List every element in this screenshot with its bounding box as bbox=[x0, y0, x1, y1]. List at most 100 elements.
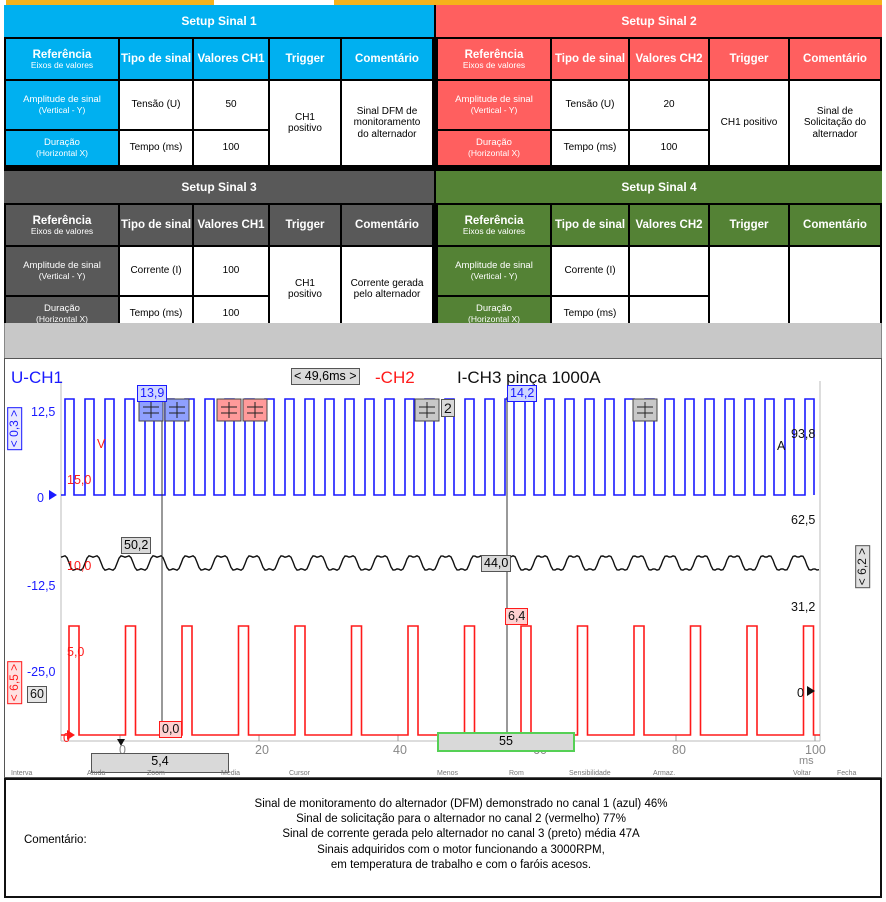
header-valores-text: Valores CH1 bbox=[197, 218, 265, 231]
trigger-cell[interactable]: CH1 positivo bbox=[710, 81, 788, 165]
row-label-text: Duração bbox=[476, 136, 512, 148]
comment-line: Sinal de corrente gerada pelo alternador… bbox=[282, 828, 640, 841]
row-tipo-text: Tempo (ms) bbox=[563, 308, 617, 320]
row-label-row1: Amplitude de sinal(Vertical - Y) bbox=[438, 81, 550, 129]
row-label-text: Duração bbox=[44, 136, 80, 148]
toolbar-label[interactable]: Fecha bbox=[837, 770, 857, 777]
row-valor-row1[interactable] bbox=[630, 247, 708, 295]
x-tick-80: 80 bbox=[672, 743, 686, 757]
cursor-delta-readout[interactable]: < 49,6ms > bbox=[291, 368, 360, 385]
header-trigger: Trigger bbox=[710, 39, 788, 79]
right-axis-label-4: 0 bbox=[797, 686, 804, 700]
toolbar-label[interactable]: Zoom bbox=[147, 770, 165, 777]
header-trigger: Trigger bbox=[270, 39, 340, 79]
bottom-mid-readout[interactable]: 55 bbox=[437, 732, 575, 752]
header-valores: Valores CH2 bbox=[630, 39, 708, 79]
ch2-level-3: 5,0 bbox=[67, 645, 85, 659]
ch1-zero-marker bbox=[49, 490, 57, 500]
row-label-sub: (Vertical - Y) bbox=[38, 270, 86, 281]
header-referencia-text: Referência bbox=[32, 48, 92, 61]
toolbar-label[interactable]: Media bbox=[221, 770, 241, 777]
trigger-cell[interactable]: CH1 positivo bbox=[270, 81, 340, 165]
row-label-text: Amplitude de sinal bbox=[455, 93, 533, 105]
bottom-left-readout[interactable]: 5,4 bbox=[91, 753, 229, 773]
toolbar-label[interactable]: Rom bbox=[509, 770, 524, 777]
header-comentario: Comentário bbox=[342, 205, 432, 245]
toolbar-marker[interactable]: 2 bbox=[441, 399, 455, 417]
header-trigger-text: Trigger bbox=[729, 52, 769, 65]
toolbar-label[interactable]: Interva bbox=[11, 770, 33, 777]
row-label-text: Amplitude de sinal bbox=[23, 259, 101, 271]
ch3-title: I-CH3 pinça 1000A bbox=[457, 368, 601, 387]
header-comentario-text: Comentário bbox=[355, 218, 419, 231]
gray-band bbox=[4, 323, 882, 358]
header-valores-text: Valores CH2 bbox=[635, 218, 703, 231]
row-valor-row2[interactable]: 100 bbox=[630, 131, 708, 165]
row-label-sub: (Vertical - Y) bbox=[470, 270, 518, 281]
x-unit: ms bbox=[799, 755, 814, 767]
comentario-cell[interactable]: Sinal DFM de monitoramento do alternador bbox=[342, 81, 432, 165]
toolbar-label[interactable]: Atuda bbox=[87, 770, 106, 777]
row-tipo-text: Tensão (U) bbox=[131, 99, 181, 111]
row-label-row2: Duração(Horizontal X) bbox=[438, 131, 550, 165]
comentario-cell[interactable]: Sinal de Solicitação do alternador bbox=[790, 81, 880, 165]
unit-amps: A bbox=[777, 439, 786, 453]
x-tick-100: 100 bbox=[805, 743, 826, 757]
comment-line: Sinais adquiridos com o motor funcionand… bbox=[317, 843, 605, 856]
top-accent-right bbox=[334, 0, 882, 5]
header-referencia-text: Referência bbox=[464, 214, 524, 227]
row-tipo-row1: Corrente (I) bbox=[120, 247, 192, 295]
trigger-cell[interactable] bbox=[710, 247, 788, 331]
row-label-text: Duração bbox=[44, 302, 80, 314]
header-trigger: Trigger bbox=[270, 205, 340, 245]
row-valor-row2[interactable]: 100 bbox=[194, 131, 268, 165]
header-comentario-text: Comentário bbox=[803, 52, 867, 65]
row-tipo-text: Corrente (I) bbox=[564, 265, 616, 277]
row-label-sub: (Horizontal X) bbox=[36, 147, 88, 158]
row-tipo-text: Tempo (ms) bbox=[129, 142, 183, 154]
row-valor-text: 50 bbox=[225, 99, 237, 111]
top-accent-left bbox=[6, 0, 214, 5]
comentario-text: Sinal de Solicitação do alternador bbox=[803, 105, 867, 140]
x-tick-40: 40 bbox=[393, 743, 407, 757]
cursor-a-ch3-readout: 50,2 bbox=[121, 537, 152, 554]
toolbar-label[interactable]: Voltar bbox=[793, 770, 811, 777]
header-referencia-sub: Eixos de valores bbox=[462, 225, 526, 236]
left-axis-label-1: 12,5 bbox=[31, 405, 56, 419]
comment-text: Sinal de monitoramento do alternador (DF… bbox=[181, 797, 741, 873]
setup-panel-title: Setup Sinal 1 bbox=[4, 5, 434, 37]
header-comentario: Comentário bbox=[342, 39, 432, 79]
row-tipo-row1: Tensão (U) bbox=[552, 81, 628, 129]
row-valor-row1[interactable]: 20 bbox=[630, 81, 708, 129]
left-axis-label-3: -12,5 bbox=[27, 579, 56, 593]
trigger-text: CH1 positivo bbox=[288, 111, 322, 135]
header-valores: Valores CH1 bbox=[194, 39, 268, 79]
ch1-scale-tag[interactable]: < 0,3 > bbox=[7, 406, 23, 451]
toolbar-label[interactable]: Menos bbox=[437, 770, 459, 777]
toolbar-label[interactable]: Sensibilidade bbox=[569, 770, 611, 777]
row-label-row1: Amplitude de sinal(Vertical - Y) bbox=[6, 81, 118, 129]
cursor-b-ch1-readout: 14,2 bbox=[507, 385, 538, 402]
ch2-offset-readout: 60 bbox=[27, 686, 47, 703]
comentario-cell[interactable] bbox=[790, 247, 880, 331]
row-tipo-row1: Tensão (U) bbox=[120, 81, 192, 129]
row-valor-row1[interactable]: 50 bbox=[194, 81, 268, 129]
row-label-text: Amplitude de sinal bbox=[23, 93, 101, 105]
header-valores-text: Valores CH2 bbox=[635, 52, 703, 65]
header-trigger: Trigger bbox=[710, 205, 788, 245]
row-valor-row1[interactable]: 100 bbox=[194, 247, 268, 295]
toolbar-label[interactable]: Armaz. bbox=[653, 770, 676, 777]
header-tipo: Tipo de sinal bbox=[552, 39, 628, 79]
header-referencia-text: Referência bbox=[32, 214, 92, 227]
header-comentario: Comentário bbox=[790, 205, 880, 245]
trigger-cell[interactable]: CH1 positivo bbox=[270, 247, 340, 331]
ch3-scale-tag[interactable]: < 6,2 > bbox=[855, 544, 871, 589]
cursor-a-ch2-readout: 0,0 bbox=[159, 721, 183, 738]
oscilloscope-screen: U-CH1 < 49,6ms > -CH2 I-CH3 pinça 1000A … bbox=[4, 358, 882, 778]
ch2-scale-tag[interactable]: < 6,5 > bbox=[7, 660, 23, 705]
setup-panel-title: Setup Sinal 3 bbox=[4, 171, 434, 203]
comentario-cell[interactable]: Corrente gerada pelo alternador bbox=[342, 247, 432, 331]
toolbar-label[interactable]: Cursor bbox=[289, 770, 311, 777]
